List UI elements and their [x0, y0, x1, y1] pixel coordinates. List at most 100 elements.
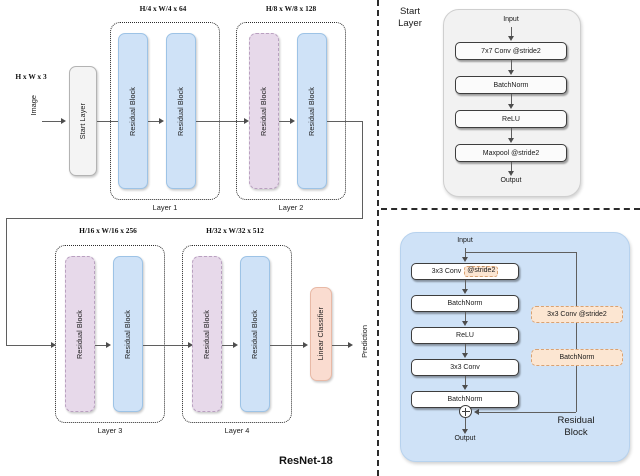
linear-classifier-block[interactable]: Linear Classifier — [310, 287, 332, 381]
layer2-block-2-label: Residual Block — [307, 86, 317, 136]
layer1-block-1[interactable]: Residual Block — [118, 33, 148, 189]
start-step-maxpool[interactable]: Maxpool @stride2 — [455, 144, 567, 162]
layer4-block-2-label: Residual Block — [250, 309, 260, 359]
arrow-l4b1-to-l4b2 — [222, 345, 234, 346]
wrap-segment-left-down — [6, 218, 7, 345]
start-step-conv7x7[interactable]: 7x7 Conv @stride2 — [455, 42, 567, 60]
start-arrow-out — [511, 162, 512, 173]
layer2-block-2[interactable]: Residual Block — [297, 33, 327, 189]
arrow-layer4-to-classifier-head — [303, 342, 308, 348]
arrow-l3b1-to-l3b2-head — [106, 342, 111, 348]
arrow-layer4-to-classifier — [270, 345, 304, 346]
shortcut-step-conv[interactable]: 3x3 Conv @stride2 — [531, 306, 623, 323]
start-layer-block-label: Start Layer — [78, 102, 88, 140]
arrow-image-to-start — [42, 121, 62, 122]
residual-arrow-in — [465, 248, 466, 258]
residual-arrow-2-head — [462, 321, 468, 326]
start-arrow-3 — [511, 128, 512, 140]
arrow-l1b1-to-l1b2 — [148, 121, 160, 122]
start-layer-panel-title: Start Layer — [398, 6, 422, 29]
arrow-l2b1-to-l2b2-head — [290, 118, 295, 124]
vertical-divider — [377, 0, 379, 476]
layer2-block-1[interactable]: Residual Block — [249, 33, 279, 189]
residual-arrow-out — [465, 418, 466, 431]
input-tensor-label: H x W x 3 — [15, 72, 47, 81]
residual-step-conv2[interactable]: 3x3 Conv — [411, 359, 519, 376]
linear-classifier-label: Linear Classifier — [316, 307, 326, 361]
start-arrow-1-head — [508, 70, 514, 75]
start-layer-block[interactable]: Start Layer — [69, 66, 97, 176]
start-step-relu[interactable]: ReLU — [455, 110, 567, 128]
shortcut-step-bn[interactable]: BatchNorm — [531, 349, 623, 366]
residual-step-relu[interactable]: ReLU — [411, 327, 519, 344]
shortcut-top-segment — [465, 252, 576, 253]
residual-step-relu-label: ReLU — [456, 332, 474, 339]
layer2-dim-label: H/8 x W/8 x 128 — [265, 4, 317, 13]
shortcut-head — [474, 409, 479, 415]
start-arrow-in-head — [508, 36, 514, 41]
layer4-block-2[interactable]: Residual Block — [240, 256, 270, 412]
layer4-block-1-label: Residual Block — [202, 309, 212, 359]
layer3-block-2-label: Residual Block — [123, 309, 133, 359]
layer1-block-2[interactable]: Residual Block — [166, 33, 196, 189]
shortcut-step-conv-label: 3x3 Conv @stride2 — [547, 311, 607, 318]
layer4-group-label: Layer 4 — [224, 426, 250, 435]
layer2-block-1-label: Residual Block — [259, 86, 269, 136]
horizontal-divider — [381, 208, 640, 210]
residual-arrow-2 — [465, 312, 466, 323]
start-step-conv7x7-label: 7x7 Conv @stride2 — [481, 47, 541, 55]
layer1-block-2-label: Residual Block — [176, 86, 186, 136]
layer2-group — [236, 22, 346, 200]
start-layer-output-label: Output — [500, 177, 522, 184]
residual-arrow-4-head — [462, 385, 468, 390]
layer1-block-1-label: Residual Block — [128, 86, 138, 136]
start-arrow-2-head — [508, 104, 514, 109]
residual-step-bn2-label: BatchNorm — [447, 396, 483, 403]
residual-step-conv1-label: 3x3 Conv — [431, 268, 462, 275]
layer3-group — [55, 245, 165, 423]
wrap-segment-right-down — [362, 121, 363, 218]
residual-step-conv2-label: 3x3 Conv — [450, 364, 480, 371]
arrow-l1b1-to-l1b2-head — [159, 118, 164, 124]
residual-arrow-in-head — [462, 257, 468, 262]
arrow-l2b1-to-l2b2 — [279, 121, 291, 122]
arrow-l4b1-to-l4b2-head — [233, 342, 238, 348]
layer3-dim-label: H/16 x W/16 x 256 — [79, 226, 137, 235]
arrow-classifier-to-prediction-head — [348, 342, 353, 348]
residual-step-conv1[interactable]: 3x3 Conv @stride2 — [411, 263, 519, 280]
shortcut-step-bn-label: BatchNorm — [559, 354, 595, 361]
layer3-block-1-label: Residual Block — [75, 309, 85, 359]
arrow-start-to-layer1 — [97, 121, 120, 122]
input-image-label: Image — [29, 95, 38, 116]
arrow-image-to-start-head — [61, 118, 66, 124]
start-layer-input-label: Input — [503, 16, 519, 23]
start-step-relu-label: ReLU — [502, 115, 520, 123]
start-step-batchnorm-label: BatchNorm — [493, 81, 529, 89]
residual-arrow-out-head — [462, 429, 468, 434]
residual-arrow-1-head — [462, 289, 468, 294]
layer4-block-1[interactable]: Residual Block — [192, 256, 222, 412]
arrow-layer1-to-layer2 — [196, 121, 245, 122]
layer1-dim-label: H/4 x W/4 x 64 — [139, 4, 187, 13]
layer3-block-2[interactable]: Residual Block — [113, 256, 143, 412]
shortcut-right-segment — [576, 252, 577, 412]
start-step-batchnorm[interactable]: BatchNorm — [455, 76, 567, 94]
wrap-segment-head — [51, 342, 56, 348]
network-name-label: ResNet-18 — [279, 455, 333, 467]
residual-step-bn1-label: BatchNorm — [447, 300, 483, 307]
start-arrow-2 — [511, 94, 512, 106]
wrap-segment-bottom — [6, 218, 363, 219]
shortcut-bottom-segment — [478, 412, 576, 413]
layer2-group-label: Layer 2 — [278, 203, 304, 212]
residual-step-bn1[interactable]: BatchNorm — [411, 295, 519, 312]
layer3-group-label: Layer 3 — [97, 426, 123, 435]
wrap-segment-top — [327, 121, 363, 122]
layer4-group — [182, 245, 292, 423]
arrow-l3b1-to-l3b2 — [95, 345, 107, 346]
start-arrow-in — [511, 27, 512, 37]
start-step-maxpool-label: Maxpool @stride2 — [482, 149, 540, 157]
residual-arrow-3-head — [462, 353, 468, 358]
layer3-block-1[interactable]: Residual Block — [65, 256, 95, 412]
residual-arrow-1 — [465, 280, 466, 291]
arrow-layer3-to-layer4-head — [188, 342, 193, 348]
